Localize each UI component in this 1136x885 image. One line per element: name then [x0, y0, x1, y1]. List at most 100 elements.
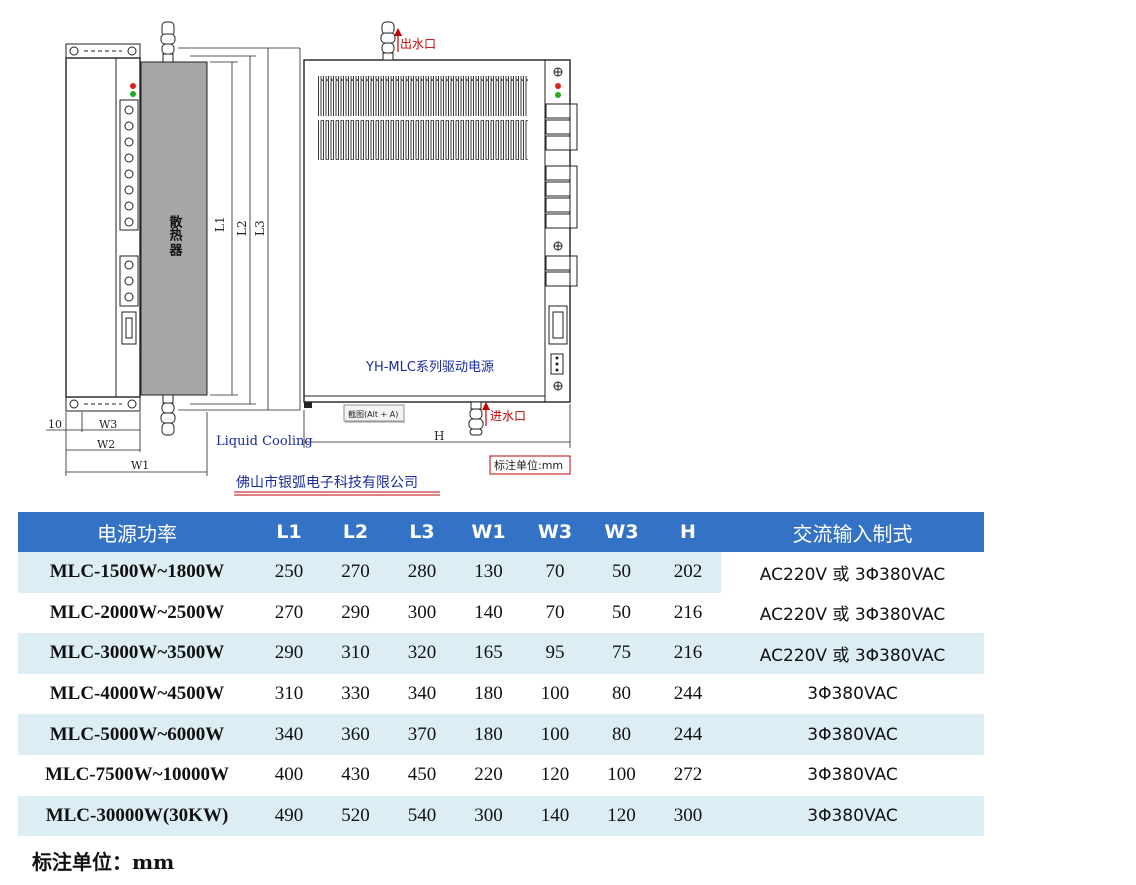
header-power: 电源功率	[18, 512, 256, 552]
cell-W3a: 140	[522, 795, 588, 837]
cell-L2: 310	[322, 633, 389, 674]
cell-W1: 165	[455, 633, 522, 674]
dimension-lines-width	[46, 412, 208, 476]
cell-ac: 3Φ380VAC	[721, 714, 984, 755]
heatsink-label-extra: 器	[167, 243, 184, 257]
cell-L1: 400	[256, 754, 322, 796]
cell-L2: 360	[322, 714, 389, 755]
header-ac-input: 交流输入制式	[721, 512, 984, 552]
cell-W3b: 50	[588, 552, 655, 593]
spec-table: 电源功率 L1 L2 L3 W1 W3 W3 H 交流输入制式 MLC-1500…	[18, 512, 984, 837]
cell-W3a: 100	[522, 714, 588, 755]
cell-L1: 310	[256, 673, 322, 715]
dim-10: 10	[48, 418, 62, 431]
screenshot-tooltip-text: 截图(Alt + A)	[348, 409, 398, 419]
cell-H: 202	[655, 552, 721, 593]
cell-L3: 340	[389, 673, 455, 715]
front-terminals	[545, 103, 578, 287]
cell-model: MLC-4000W~4500W	[18, 673, 256, 715]
header-H: H	[655, 512, 721, 552]
cell-W3b: 75	[588, 633, 655, 674]
cell-W3a: 70	[522, 592, 588, 634]
inlet-label: 进水口	[490, 409, 526, 423]
fitting-outlet	[380, 21, 396, 61]
cell-L3: 540	[389, 795, 455, 837]
cell-W1: 220	[455, 754, 522, 796]
cell-L2: 270	[322, 552, 389, 593]
header-W1: W1	[455, 512, 522, 552]
cell-W3a: 100	[522, 673, 588, 715]
cell-L3: 450	[389, 754, 455, 796]
cell-L2: 430	[322, 754, 389, 796]
fitting-top	[160, 21, 176, 63]
dim-L1: L1	[213, 216, 227, 232]
side-view: 散热 器 L1 L2 L3	[46, 21, 301, 476]
table-row: MLC-30000W(30KW) 490 520 540 300 140 120…	[18, 795, 984, 837]
dimension-lines-length	[178, 47, 301, 411]
cell-model: MLC-5000W~6000W	[18, 714, 256, 755]
cell-W3a: 120	[522, 754, 588, 796]
dim-L3: L3	[253, 220, 267, 236]
dim-W1: W1	[131, 459, 149, 472]
heatsink	[140, 61, 208, 396]
cell-ac: AC220V 或 3Φ380VAC	[721, 633, 984, 674]
table-row: MLC-2000W~2500W 270 290 300 140 70 50 21…	[18, 592, 984, 634]
cell-H: 216	[655, 633, 721, 674]
header-L2: L2	[322, 512, 389, 552]
vent-upper	[318, 76, 528, 116]
heatsink-label: 散热	[167, 214, 183, 242]
cell-W3a: 70	[522, 552, 588, 593]
cell-W1: 140	[455, 592, 522, 634]
cell-L1: 490	[256, 795, 322, 837]
cell-L3: 320	[389, 633, 455, 674]
cell-H: 244	[655, 714, 721, 755]
dim-H: H	[434, 429, 444, 443]
unit-box-text: 标注单位:mm	[494, 458, 563, 472]
table-row: MLC-5000W~6000W 340 360 370 180 100 80 2…	[18, 714, 984, 755]
cell-model: MLC-1500W~1800W	[18, 552, 256, 593]
cell-L3: 370	[389, 714, 455, 755]
fitting-inlet	[468, 401, 484, 436]
cell-ac: 3Φ380VAC	[721, 795, 984, 837]
cell-L3: 300	[389, 592, 455, 634]
cell-L1: 250	[256, 552, 322, 593]
product-label: YH-MLC系列驱动电源	[365, 360, 494, 375]
cell-L1: 270	[256, 592, 322, 634]
cell-H: 216	[655, 592, 721, 634]
cell-ac: 3Φ380VAC	[721, 673, 984, 715]
cell-model: MLC-7500W~10000W	[18, 754, 256, 796]
fitting-bottom	[160, 394, 176, 436]
table-row: MLC-1500W~1800W 250 270 280 130 70 50 20…	[18, 552, 984, 593]
cell-W1: 130	[455, 552, 522, 593]
cell-L2: 520	[322, 795, 389, 837]
cell-model: MLC-2000W~2500W	[18, 592, 256, 634]
cell-ac: AC220V 或 3Φ380VAC	[721, 552, 984, 593]
cell-W3b: 120	[588, 795, 655, 837]
cell-H: 272	[655, 754, 721, 796]
cell-model: MLC-30000W(30KW)	[18, 795, 256, 837]
terminal-block-upper	[119, 99, 139, 231]
cell-W1: 180	[455, 673, 522, 715]
unit-box	[489, 455, 571, 475]
cell-model: MLC-3000W~3500W	[18, 633, 256, 674]
dim-L2: L2	[235, 220, 249, 236]
cooling-label: Liquid Cooling	[216, 434, 313, 449]
cell-ac: 3Φ380VAC	[721, 754, 984, 796]
cell-W3b: 100	[588, 754, 655, 796]
cell-L3: 280	[389, 552, 455, 593]
cell-L2: 290	[322, 592, 389, 634]
table-header-row: 电源功率 L1 L2 L3 W1 W3 W3 H 交流输入制式	[18, 512, 984, 552]
table-row: MLC-7500W~10000W 400 430 450 220 120 100…	[18, 754, 984, 796]
unit-footnote: 标注单位：mm	[32, 850, 175, 874]
table-row: MLC-3000W~3500W 290 310 320 165 95 75 21…	[18, 633, 984, 674]
table-row: MLC-4000W~4500W 310 330 340 180 100 80 2…	[18, 673, 984, 715]
header-L3: L3	[389, 512, 455, 552]
screenshot-tooltip	[343, 404, 405, 422]
header-W3-a: W3	[522, 512, 588, 552]
cell-H: 244	[655, 673, 721, 715]
cell-ac: AC220V 或 3Φ380VAC	[721, 592, 984, 634]
vent-lower	[318, 120, 528, 160]
header-W3-b: W3	[588, 512, 655, 552]
dimension-line-H	[303, 404, 571, 448]
cell-L1: 340	[256, 714, 322, 755]
